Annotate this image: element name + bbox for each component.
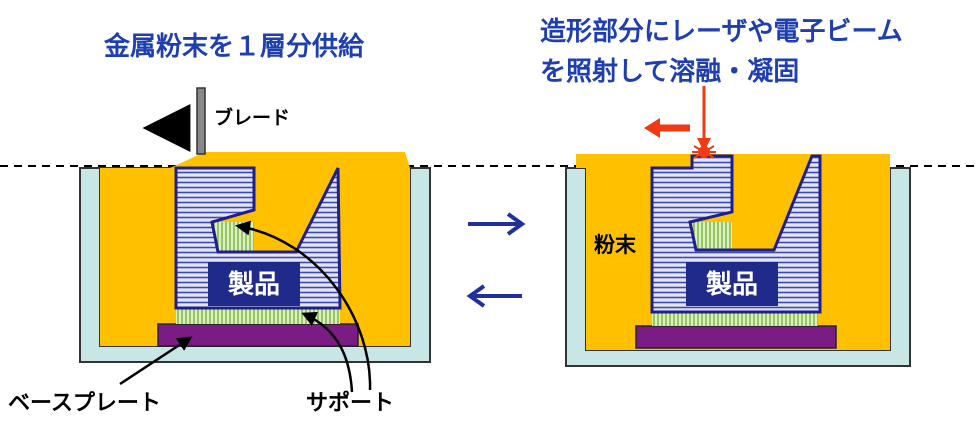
blade bbox=[196, 87, 206, 155]
right-panel: 製品 粉末 造形部分にレーザや電子ビーム を照射して溶融・凝固 bbox=[540, 17, 911, 367]
base-plate-label: ベースプレート bbox=[8, 391, 161, 416]
left-panel: 製品 ブレード 金属粉末を１層分供給 ベースプレート サポート bbox=[8, 31, 431, 416]
support-label: サポート bbox=[306, 390, 394, 416]
base-plate-pointer bbox=[119, 336, 193, 386]
left-product-label-box bbox=[208, 262, 300, 306]
left-product-label: 製品 bbox=[228, 270, 280, 300]
left-support-bottom bbox=[176, 308, 340, 324]
left-powder-layer bbox=[170, 152, 410, 168]
right-title-line2: を照射して溶融・凝固 bbox=[540, 56, 799, 87]
right-base-plate bbox=[635, 325, 837, 349]
right-title-line1: 造形部分にレーザや電子ビーム bbox=[540, 17, 903, 47]
laser-beam-head bbox=[697, 138, 711, 152]
right-product-label: 製品 bbox=[706, 270, 758, 300]
right-product-label-box bbox=[686, 262, 778, 306]
laser-spark-icon bbox=[692, 145, 716, 159]
cycle-arrows bbox=[466, 212, 526, 308]
left-title: 金属粉末を１層分供給 bbox=[103, 31, 365, 62]
right-support-bottom bbox=[652, 312, 818, 326]
right-support-overhang bbox=[690, 222, 732, 250]
blade-label: ブレード bbox=[214, 106, 290, 129]
left-base-plate bbox=[157, 323, 359, 347]
scan-direction-arrow-head bbox=[644, 118, 660, 138]
support-pointer-2 bbox=[301, 312, 354, 393]
support-pointer-1 bbox=[235, 220, 372, 391]
powder-label: 粉末 bbox=[594, 233, 637, 257]
